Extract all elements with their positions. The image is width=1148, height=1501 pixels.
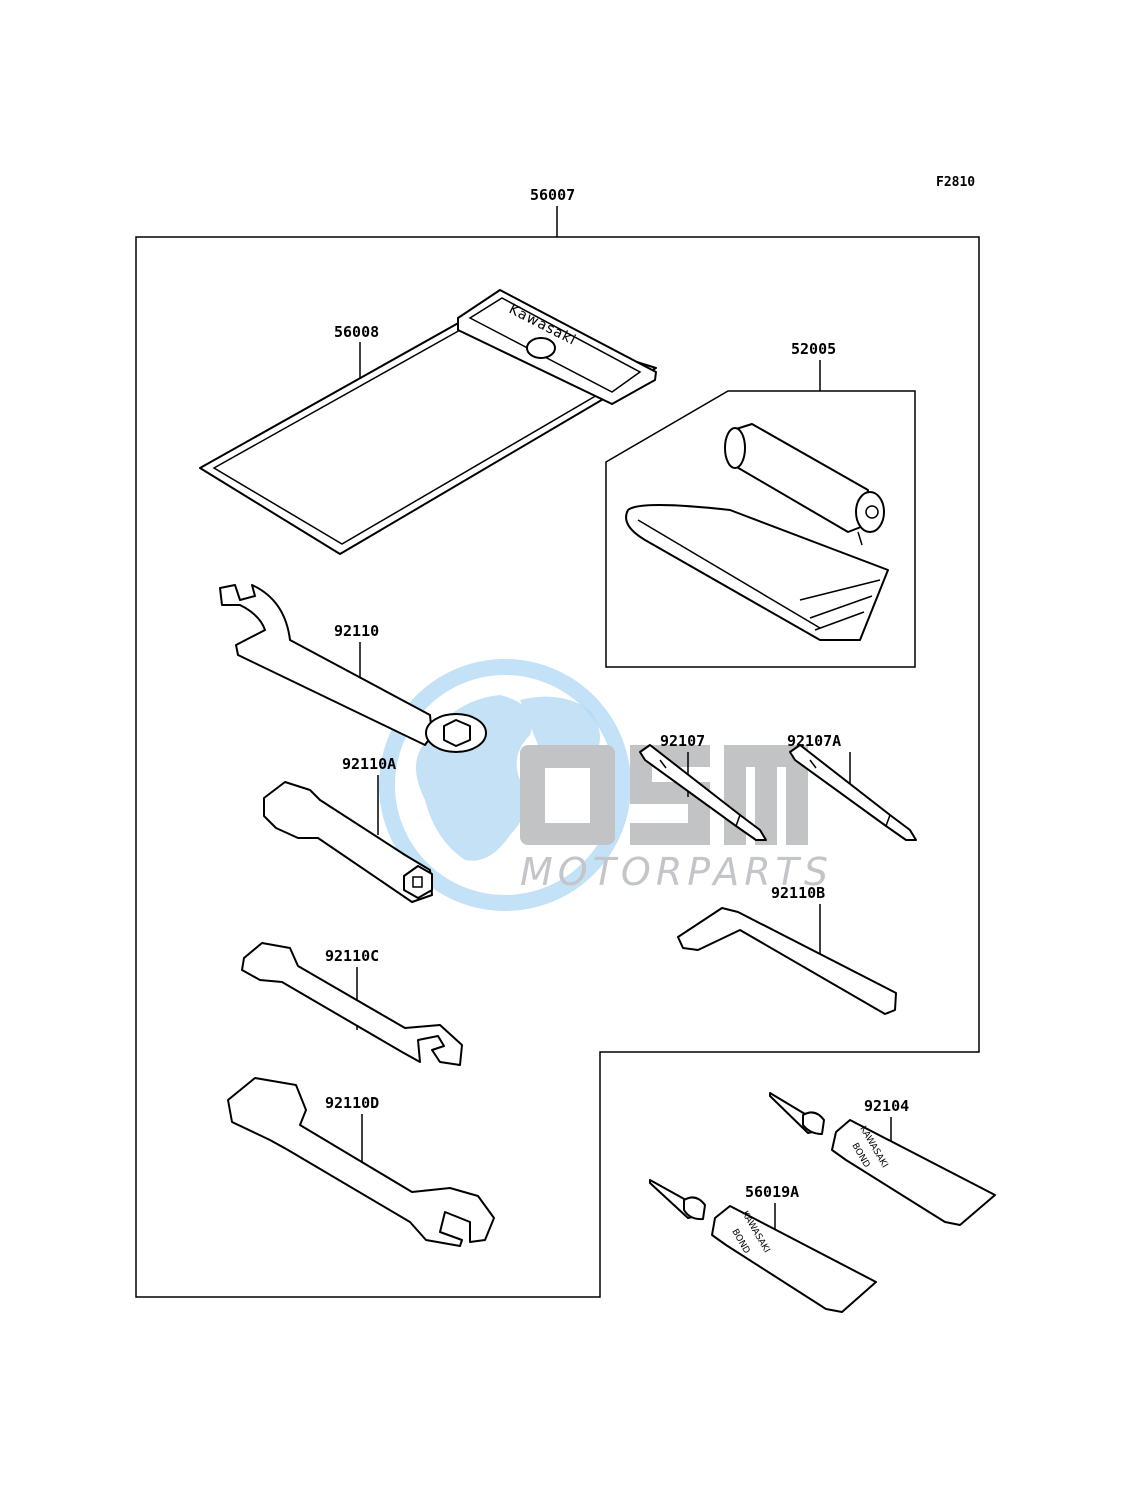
part-label-92110A: 92110A — [342, 755, 396, 773]
part-label-92110: 92110 — [334, 622, 379, 640]
watermark-brand-letters — [520, 745, 808, 845]
part-label-92104: 92104 — [864, 1097, 909, 1115]
part-label-56008: 56008 — [334, 323, 379, 341]
kit-label-56007: 56007 — [530, 186, 575, 204]
open-end-wrench-icon — [227, 1077, 495, 1247]
screwdriver-icon — [789, 744, 917, 841]
watermark-logo: MOTORPARTS — [379, 659, 833, 911]
repair-kit-icon — [625, 423, 889, 641]
pouch-icon: Kawasaki — [199, 289, 657, 555]
bond-tube-icon: KAWASAKI BOND — [649, 1179, 877, 1313]
spark-plug-wrench-icon — [263, 781, 433, 903]
storage-bag-icon — [625, 504, 889, 641]
watermark-globe-icon — [379, 659, 631, 911]
hex-key-icon — [677, 907, 897, 1015]
part-label-92107: 92107 — [660, 732, 705, 750]
kit-outline-frame — [135, 236, 980, 1298]
part-label-92110C: 92110C — [325, 947, 379, 965]
watermark-tagline: MOTORPARTS — [520, 850, 833, 894]
pouch-snap-button — [526, 337, 556, 359]
screwdriver-icon — [639, 744, 767, 841]
tool-roll-icon — [732, 423, 869, 533]
figure-code: F2810 — [936, 175, 975, 190]
part-label-92110D: 92110D — [325, 1094, 379, 1112]
open-end-wrench-icon — [241, 942, 463, 1066]
part-label-56019A: 56019A — [745, 1183, 799, 1201]
kit-52005-box — [605, 390, 916, 668]
part-label-52005: 52005 — [791, 340, 836, 358]
spanner-wrench-icon — [219, 584, 487, 753]
bond-tube-icon: KAWASAKI BOND — [769, 1092, 996, 1226]
part-label-92110B: 92110B — [771, 884, 825, 902]
